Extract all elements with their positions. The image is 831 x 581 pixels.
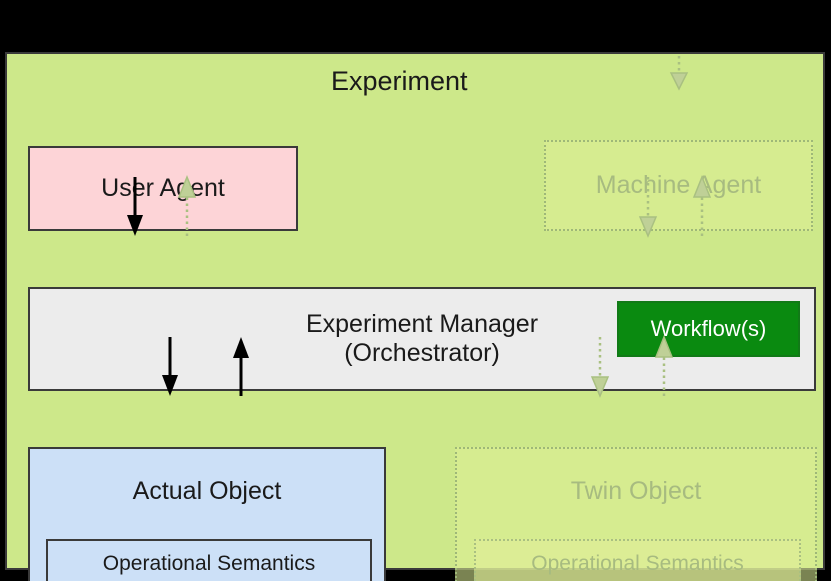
connector-twin-object-to-manager [654, 334, 680, 397]
box-twin-operational-semantics[interactable]: Operational Semantics [474, 539, 801, 581]
connector-machine-agent-to-manager [638, 177, 664, 238]
experiment-container: Experiment User Agent Machine Agent [5, 52, 825, 581]
connector-external-to-machine-agent [669, 56, 695, 91]
connector-actual-object-to-manager [233, 337, 257, 397]
connector-user-agent-to-manager [127, 177, 151, 237]
connector-manager-to-twin-object [590, 337, 616, 398]
box-actual-object[interactable]: Actual Object Operational Semantics [28, 447, 386, 581]
box-user-agent-label: User Agent [101, 173, 225, 202]
box-user-agent[interactable]: User Agent [28, 146, 298, 231]
box-actual-object-label: Actual Object [132, 477, 282, 505]
connector-manager-to-machine-agent [692, 174, 718, 237]
connector-manager-to-user-agent [177, 174, 203, 237]
page-title: Experiment [331, 66, 468, 96]
box-twin-object-label: Twin Object [570, 477, 702, 505]
box-experiment-manager[interactable]: Experiment Manager (Orchestrator) [28, 287, 816, 391]
box-actual-operational-semantics[interactable]: Operational Semantics [46, 539, 372, 581]
box-workflows[interactable]: Workflow(s) [617, 301, 800, 357]
box-machine-agent-label: Machine Agent [595, 170, 762, 199]
box-twin-operational-semantics-label: Operational Semantics [531, 552, 744, 575]
box-experiment-manager-label: Experiment Manager (Orchestrator) [305, 309, 539, 368]
connector-manager-to-actual-object [162, 337, 186, 397]
box-actual-operational-semantics-label: Operational Semantics [102, 552, 316, 575]
box-twin-object[interactable]: Twin Object Operational Semantics [455, 447, 817, 581]
box-workflows-label: Workflow(s) [650, 316, 767, 342]
box-machine-agent[interactable]: Machine Agent [544, 140, 813, 231]
